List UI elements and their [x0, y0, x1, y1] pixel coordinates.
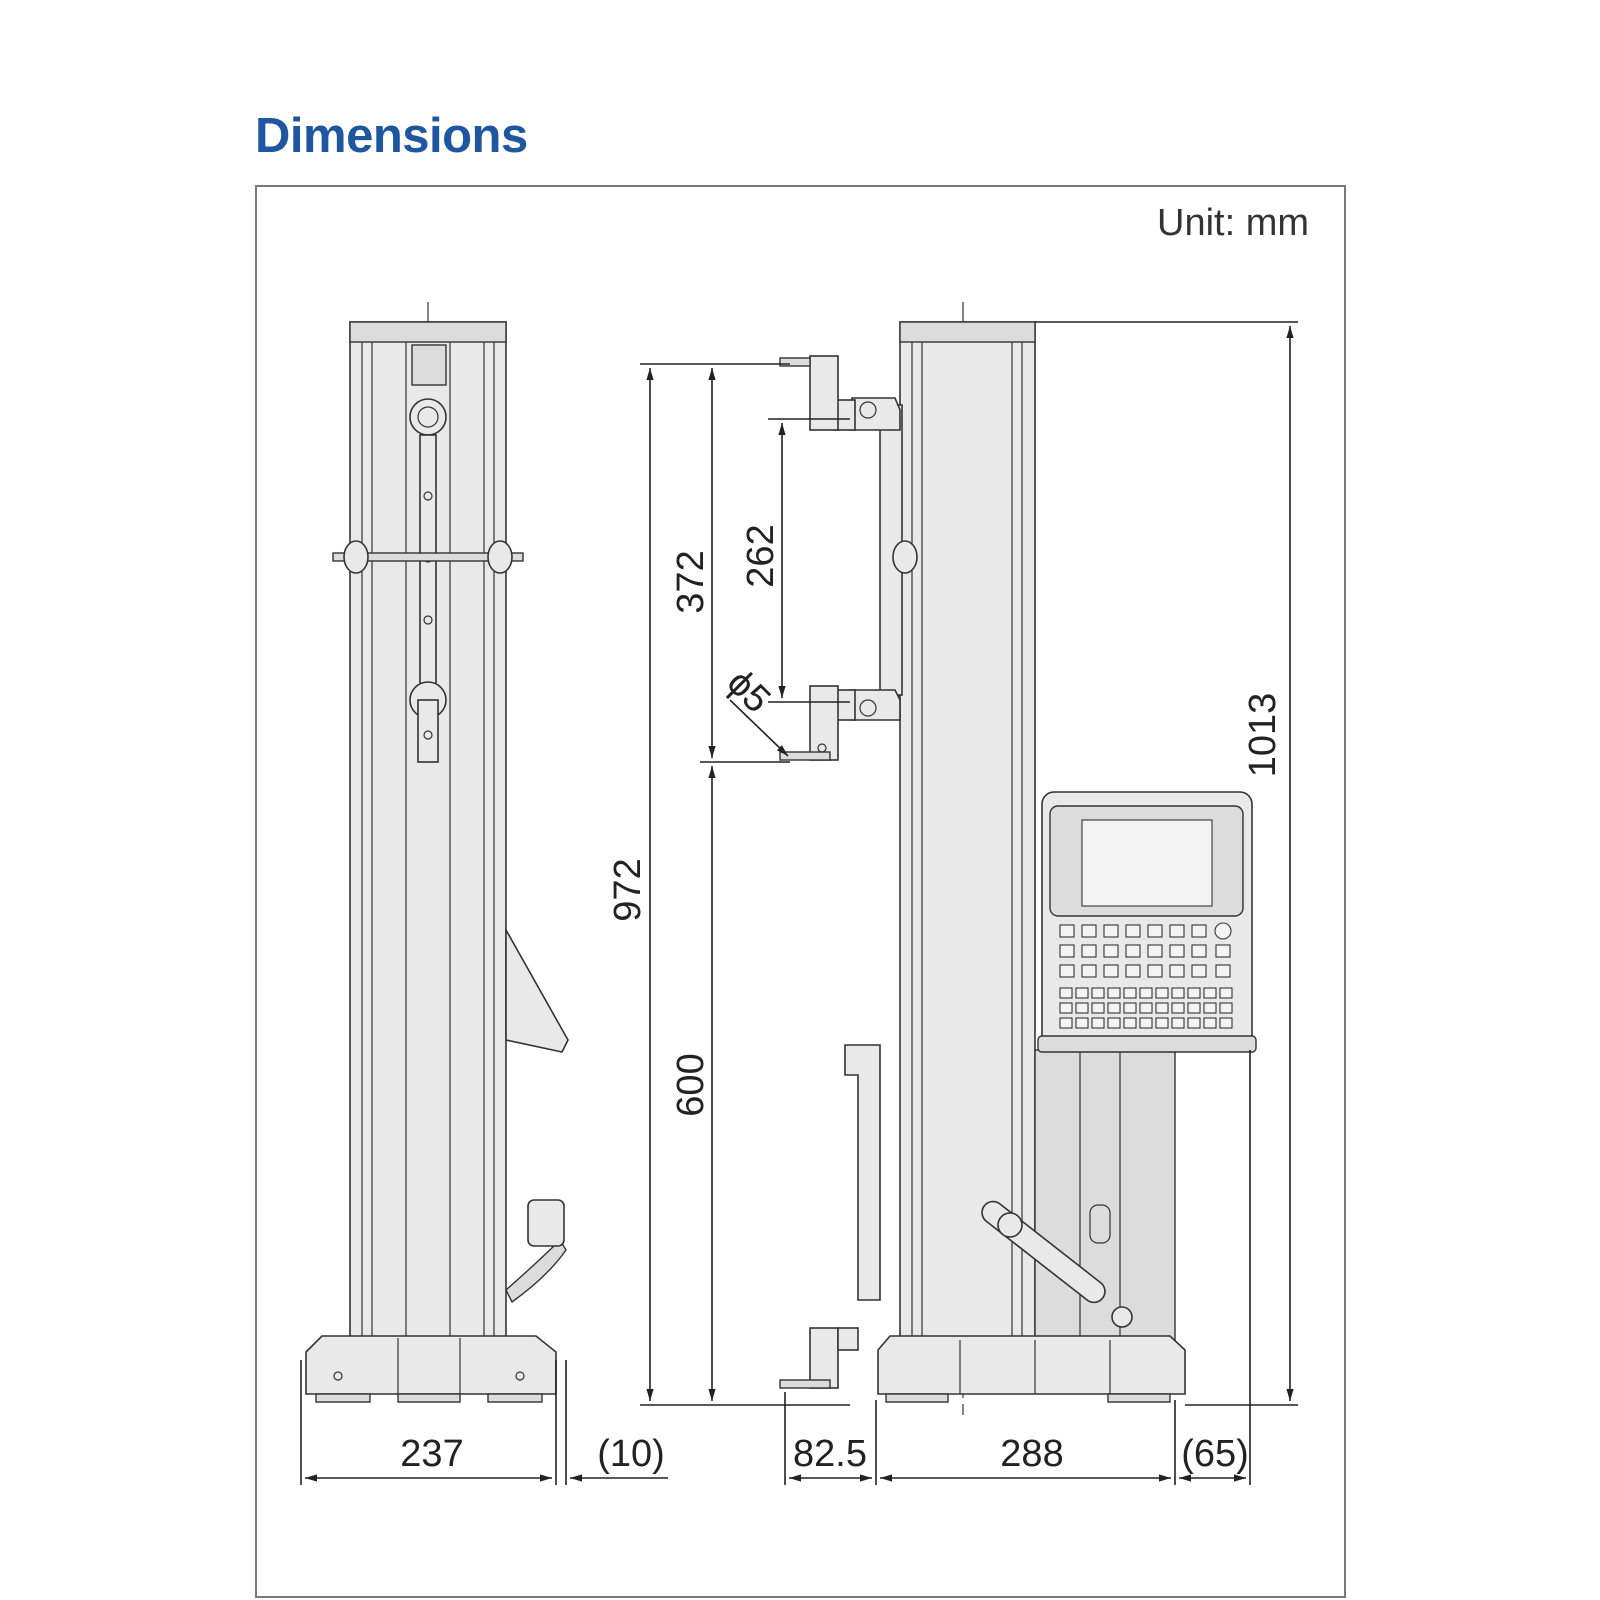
side-view — [779, 302, 1257, 1415]
dim-handle-offset: (10) — [597, 1433, 665, 1475]
dim-base-width: 237 — [400, 1433, 463, 1475]
unit-label: Unit: mm — [1157, 202, 1309, 244]
dim-stylus-dia: ϕ5 — [719, 662, 779, 722]
dim-lower-range: 600 — [670, 1053, 712, 1116]
dim-upper-range: 372 — [670, 550, 712, 613]
page-title: Dimensions — [255, 109, 528, 163]
console-keypad — [1059, 922, 1233, 1029]
dim-base-depth: 288 — [1000, 1433, 1063, 1475]
dim-total-height: 1013 — [1242, 693, 1284, 778]
dim-scriber-spacing: 262 — [740, 524, 782, 587]
dim-console-offset: (65) — [1181, 1433, 1249, 1475]
dimension-lines — [300, 321, 1298, 1485]
diagram-frame: Unit: mm — [255, 185, 1346, 1598]
dim-max-range: 972 — [607, 858, 649, 921]
dim-scriber-offset: 82.5 — [793, 1433, 867, 1475]
front-view — [305, 302, 569, 1403]
